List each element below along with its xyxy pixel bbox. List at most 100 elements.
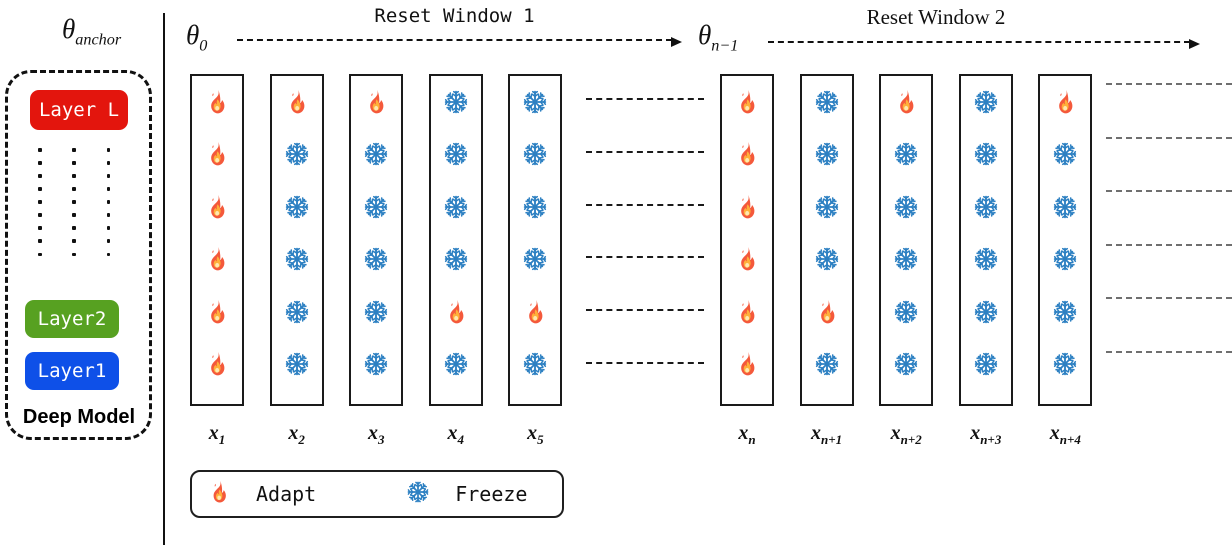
- fire-icon: [203, 193, 231, 221]
- layer-state-column-box: [720, 74, 774, 406]
- dot: [106, 161, 110, 165]
- continuation-dashes-middle: [586, 98, 704, 100]
- layer-state-cell-freeze: [881, 245, 931, 273]
- vertical-separator-line: [163, 13, 165, 545]
- dot: [106, 174, 110, 178]
- layer-state-cell-freeze: [881, 298, 931, 326]
- layer-state-cell-adapt: [192, 350, 242, 378]
- dot: [72, 239, 76, 243]
- layer-state-column-box: [1038, 74, 1093, 406]
- timestep-column: xn+1: [799, 74, 854, 446]
- timestep-column: xn+2: [879, 74, 934, 446]
- layer-state-cell-adapt: [192, 298, 242, 326]
- layer-state-cell-adapt: [192, 193, 242, 221]
- layer-state-cell-freeze: [510, 245, 560, 273]
- snowflake-icon: [1051, 298, 1079, 326]
- layer-state-cell-freeze: [1040, 298, 1090, 326]
- layer-state-cell-freeze: [961, 350, 1011, 378]
- dot: [38, 187, 42, 191]
- layer-state-column-box: [508, 74, 563, 406]
- layer-state-cell-freeze: [431, 350, 481, 378]
- snowflake-icon: [1051, 245, 1079, 273]
- dot: [38, 226, 42, 230]
- snowflake-icon: [813, 88, 841, 116]
- continuation-dashes-right: [1106, 136, 1232, 139]
- theta-anchor-label: θanchor: [62, 14, 122, 49]
- layer-state-cell-freeze: [802, 245, 852, 273]
- layer-state-cell-freeze: [351, 298, 401, 326]
- layer-2-label: Layer2: [37, 308, 107, 330]
- reset-window-1-columns: x1 x2 x3 x4 x5: [190, 74, 563, 447]
- snowflake-icon: [362, 193, 390, 221]
- snowflake-icon: [813, 245, 841, 273]
- layer-state-cell-freeze: [272, 350, 322, 378]
- snowflake-icon: [972, 298, 1000, 326]
- timestep-column: x5: [508, 74, 563, 446]
- continuation-dashes-middle: [586, 203, 704, 206]
- fire-icon: [1051, 88, 1079, 116]
- timestep-label: x3: [367, 422, 385, 447]
- dot: [106, 226, 110, 230]
- legend-adapt-label: Adapt: [256, 482, 317, 506]
- dot-column: [106, 148, 110, 256]
- legend-fire-icon-slot: [206, 479, 232, 509]
- dot: [38, 239, 42, 243]
- layer-state-cell-adapt: [722, 140, 772, 168]
- layer-state-cell-adapt: [722, 245, 772, 273]
- snowflake-icon: [362, 298, 390, 326]
- dot: [72, 148, 76, 152]
- reset-window-2-arrow: [768, 38, 1200, 49]
- snowflake-icon: [1051, 140, 1079, 168]
- layer-state-cell-freeze: [1040, 245, 1090, 273]
- layer-state-cell-freeze: [351, 350, 401, 378]
- fire-icon: [362, 88, 390, 116]
- fire-icon: [733, 298, 761, 326]
- dot: [38, 213, 42, 217]
- snowflake-icon: [521, 193, 549, 221]
- snowflake-icon: [442, 350, 470, 378]
- snowflake-icon: [521, 245, 549, 273]
- dot: [72, 200, 76, 204]
- timestep-column: x2: [269, 74, 324, 446]
- layer-state-cell-freeze: [802, 140, 852, 168]
- layer-state-cell-freeze: [881, 350, 931, 378]
- layer-state-cell-freeze: [961, 140, 1011, 168]
- layer-state-cell-freeze: [802, 88, 852, 116]
- continuation-dashes-middle: [586, 309, 704, 312]
- fire-icon: [203, 140, 231, 168]
- continuation-dashes-right: [1106, 351, 1232, 353]
- snowflake-icon: [972, 245, 1000, 273]
- dot: [106, 213, 110, 217]
- layer-state-cell-freeze: [351, 140, 401, 168]
- snowflake-icon: [892, 245, 920, 273]
- dot: [38, 252, 42, 256]
- layer-state-cell-adapt: [802, 298, 852, 326]
- timestep-column: x3: [349, 74, 404, 447]
- legend-snowflake-icon-slot: [405, 479, 431, 509]
- layer-ellipsis-dots: [38, 148, 110, 256]
- snowflake-icon: [972, 350, 1000, 378]
- snowflake-icon: [362, 140, 390, 168]
- dot-column: [38, 148, 42, 256]
- layer-state-column-box: [269, 74, 324, 406]
- layer-state-cell-freeze: [431, 88, 481, 116]
- layer-state-cell-freeze: [351, 193, 401, 221]
- fire-icon: [203, 298, 231, 326]
- layer-state-cell-freeze: [431, 193, 481, 221]
- layer-state-cell-freeze: [272, 298, 322, 326]
- snowflake-icon: [442, 88, 470, 116]
- dot: [72, 161, 76, 165]
- continuation-dashes-middle: [586, 256, 704, 259]
- snowflake-icon: [813, 350, 841, 378]
- snowflake-icon: [283, 350, 311, 378]
- snowflake-icon: [892, 350, 920, 378]
- snowflake-icon: [813, 193, 841, 221]
- layer-state-cell-adapt: [192, 88, 242, 116]
- layer-state-cell-freeze: [510, 193, 560, 221]
- timestep-label: x4: [447, 422, 465, 447]
- timestep-label: x1: [208, 422, 226, 447]
- timestep-column: x4: [428, 74, 483, 447]
- snowflake-icon: [972, 140, 1000, 168]
- snowflake-icon: [405, 479, 431, 505]
